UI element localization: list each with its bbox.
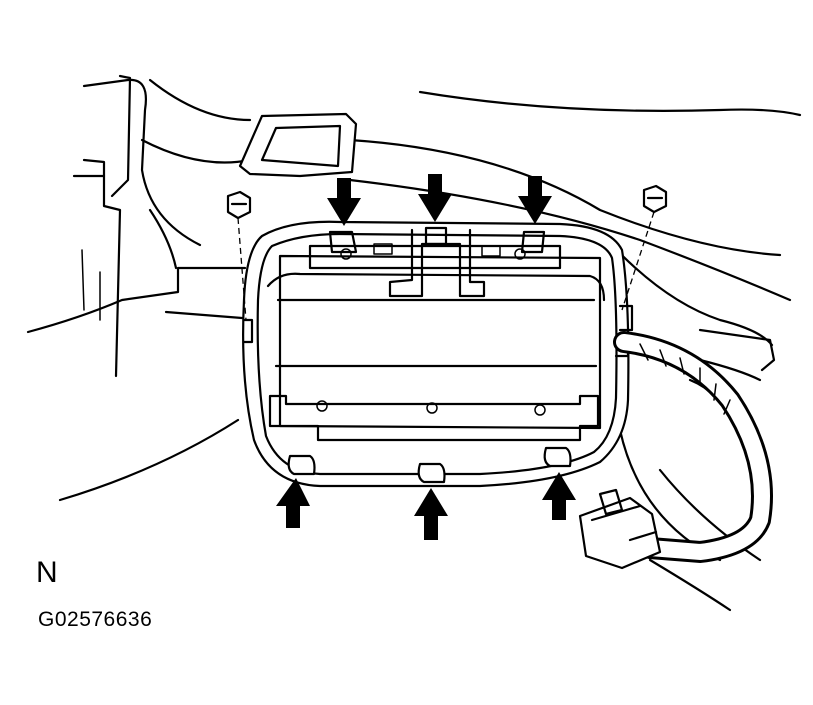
bolt-left-icon (226, 190, 252, 321)
arrow-bottom-left-icon (276, 478, 310, 528)
vehicle-body-lines (26, 74, 802, 612)
connector-icon (578, 488, 662, 570)
arrow-bottom-right-icon (542, 472, 576, 520)
wire-harness (613, 331, 773, 564)
figure-code: G02576636 (38, 608, 153, 631)
view-letter: N (36, 556, 58, 589)
upper-bracket (238, 112, 358, 178)
arrow-bottom-center-icon (414, 488, 448, 540)
arrow-top-left-icon (327, 178, 361, 226)
arrow-top-right-icon (518, 176, 552, 224)
arrow-top-center-icon (418, 174, 452, 222)
airbag-housing (242, 220, 634, 488)
bolt-right-icon (621, 184, 668, 311)
